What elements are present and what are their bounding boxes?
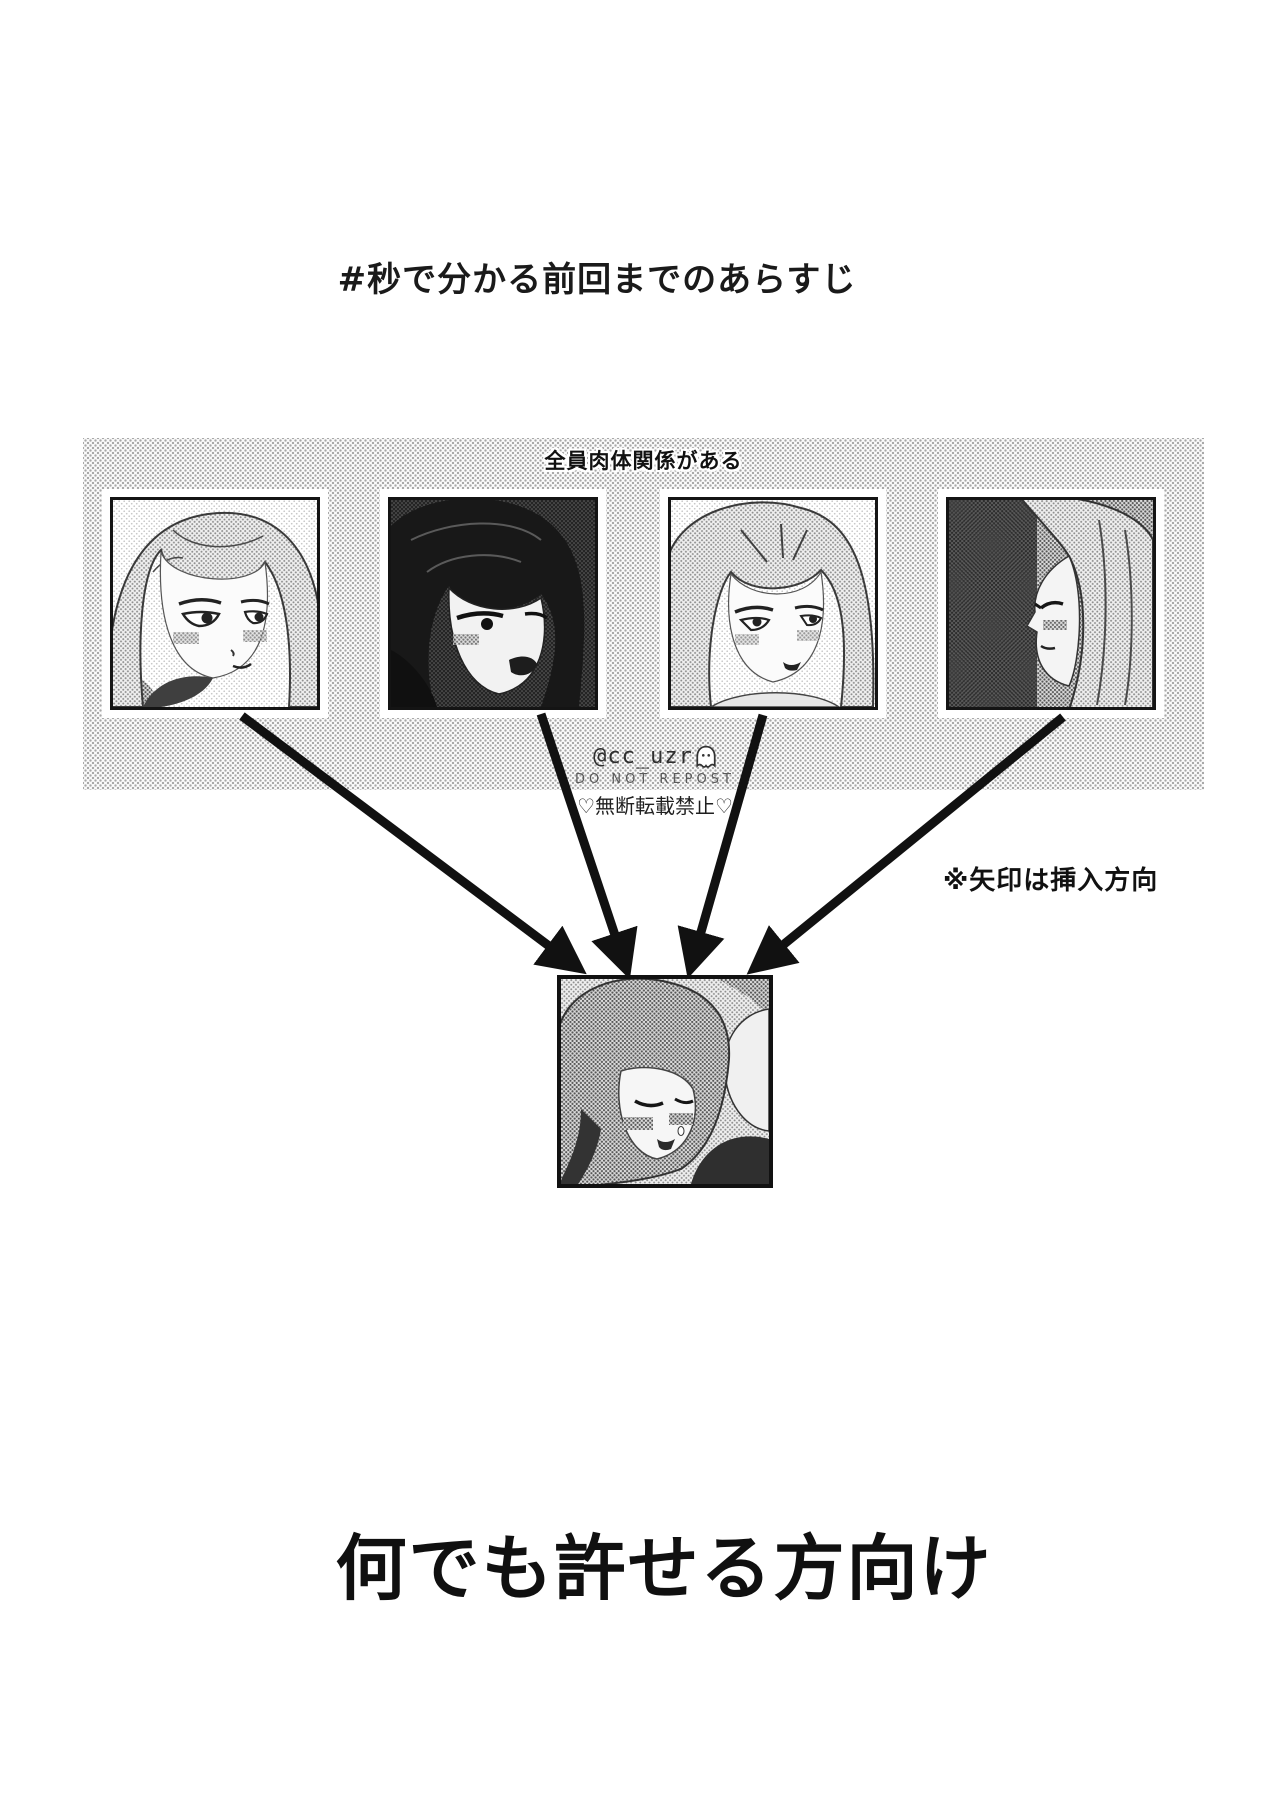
center-couple-portrait-image [556,975,773,1190]
character-portrait-2 [380,489,606,718]
character-portrait-1 [102,489,328,718]
page-title: #秒で分かる前回までのあらすじ [337,260,857,300]
character-portrait-4 [938,489,1164,718]
character-portrait-2-image [388,497,598,710]
character-portrait-3 [660,489,886,718]
watermark-no-reprint-jp: ♡無断転載禁止♡ [577,794,733,818]
watermark-do-not-repost: DO NOT REPOST [575,772,735,787]
watermark-handle-line: @cc_uzr [520,744,790,769]
character-portrait-4-image [946,497,1156,710]
arrow-direction-note: ※矢印は挿入方向 [943,866,1159,896]
character-portrait-1-image [110,497,320,710]
center-couple-portrait [556,975,773,1190]
watermark: @cc_uzr DO NOT REPOST ♡無断転載禁止♡ [520,744,790,819]
character-portrait-3-image [668,497,878,710]
ghost-icon [696,745,716,768]
watermark-handle: @cc_uzr [593,744,693,769]
relationship-box-caption: 全員肉体関係がある [544,449,743,473]
bottom-caption: 何でも許せる方向け [335,1527,993,1610]
